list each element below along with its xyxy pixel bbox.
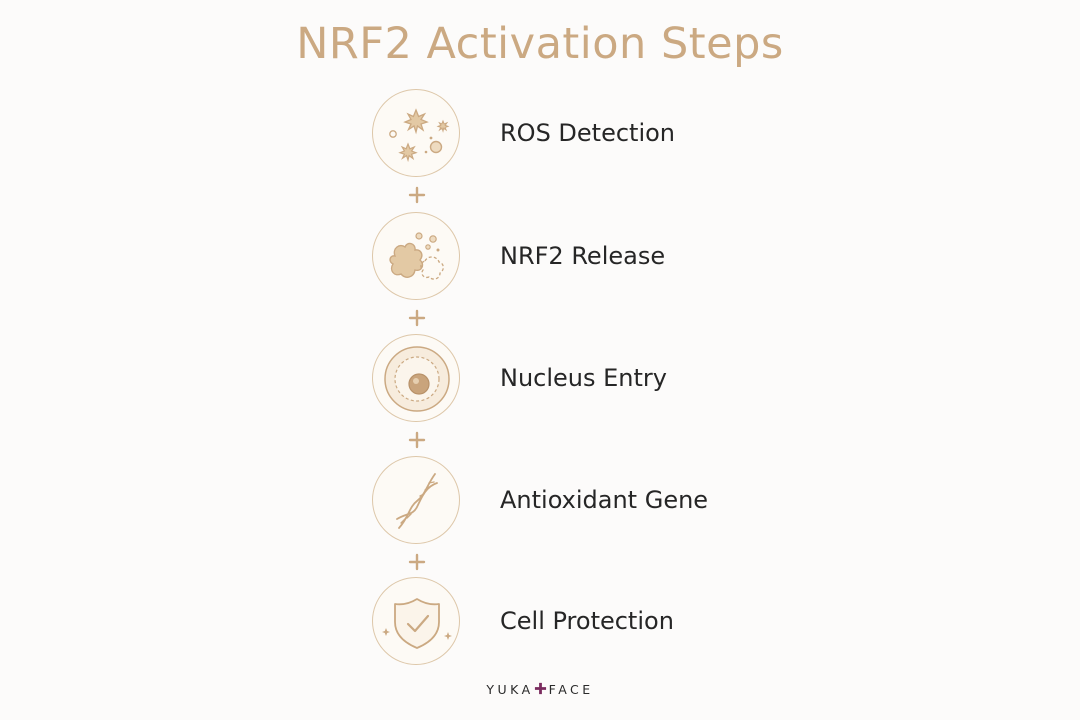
step-icon-circle	[372, 577, 460, 665]
step-antioxidant-gene: Antioxidant Gene	[372, 456, 792, 548]
plus-connector-icon	[407, 185, 427, 205]
plus-connector-icon	[407, 552, 427, 572]
step-cell-protection: Cell Protection	[372, 577, 792, 669]
step-nrf2-release: NRF2 Release	[372, 212, 792, 304]
brand-logo: YUKA FACE	[0, 682, 1080, 698]
ros-particles-icon	[389, 108, 450, 163]
step-label: Cell Protection	[500, 607, 674, 635]
plus-connector-icon	[407, 308, 427, 328]
step-label: Antioxidant Gene	[500, 486, 709, 514]
nucleus-icon	[384, 346, 450, 412]
step-nucleus-entry: Nucleus Entry	[372, 334, 792, 426]
step-ros-detection: ROS Detection	[372, 89, 792, 181]
brand-left: YUKA	[486, 682, 534, 697]
step-icon-circle	[372, 212, 460, 300]
brand-right: FACE	[548, 682, 594, 697]
step-icon-circle	[372, 334, 460, 422]
step-label: ROS Detection	[500, 119, 676, 147]
plus-connector-icon	[407, 430, 427, 450]
shield-check-icon	[382, 598, 452, 649]
step-icon-circle	[372, 456, 460, 544]
step-label: NRF2 Release	[500, 242, 666, 270]
step-label: Nucleus Entry	[500, 364, 667, 392]
dna-helix-icon	[396, 473, 438, 529]
diagram-title: NRF2 Activation Steps	[296, 19, 784, 69]
protein-release-icon	[389, 232, 444, 280]
plus-cross-icon	[534, 682, 546, 695]
step-icon-circle	[372, 89, 460, 177]
